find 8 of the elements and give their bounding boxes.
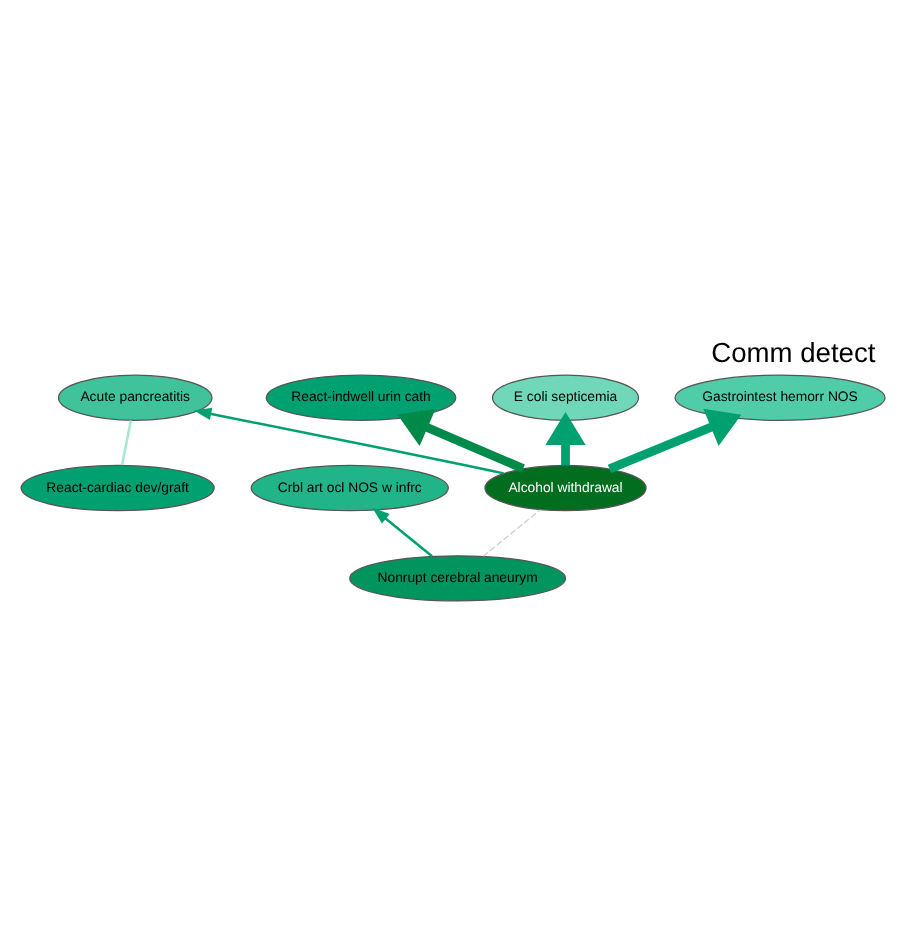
connector <box>120 419 133 465</box>
connector <box>482 508 542 556</box>
arrow <box>607 407 742 472</box>
arrow <box>545 411 586 465</box>
arrow <box>193 406 504 474</box>
diagram-title: Comm detect <box>711 337 876 368</box>
arrow <box>372 506 433 557</box>
arrow <box>397 408 525 472</box>
